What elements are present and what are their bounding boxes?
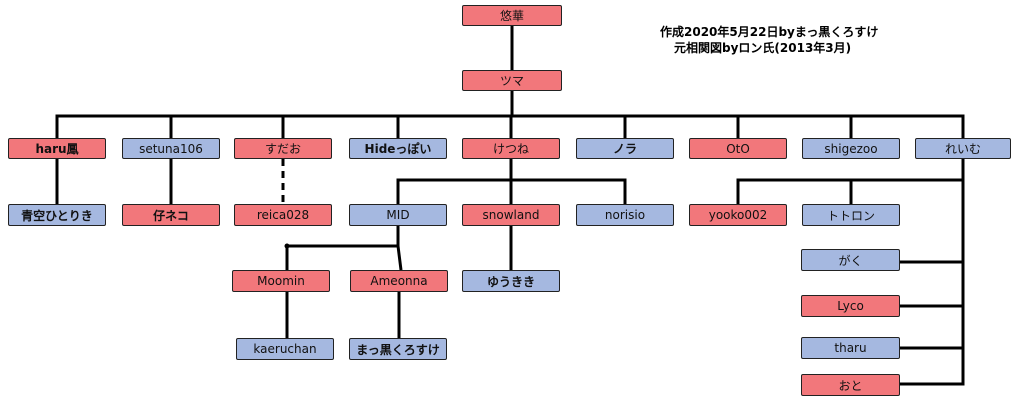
node-setuna: setuna106 (122, 138, 220, 159)
edge-reimu-gaku (900, 180, 965, 386)
node-yuuka: 悠華 (462, 5, 562, 26)
node-oto2: おと (801, 374, 900, 396)
edge-mid-moomin (285, 226, 400, 270)
edge-ketsune-mid (396, 159, 513, 204)
edge-tsuma-reimu (512, 114, 965, 138)
node-sudao: すだお (234, 138, 332, 159)
node-kaeruchan: kaeruchan (236, 338, 334, 360)
node-aozora: 青空ひとりき (8, 204, 106, 226)
node-koneko: 仔ネコ (122, 204, 220, 226)
node-ketsune: けつね (462, 138, 560, 159)
node-tsuma: ツマ (462, 70, 562, 91)
node-mid: MID (349, 204, 447, 226)
node-gaku: がく (801, 249, 900, 271)
node-ameonna: Ameonna (350, 270, 448, 292)
node-yooko: yooko002 (689, 204, 787, 226)
node-nora: ノラ (576, 138, 674, 159)
edge-mid-ameonna (396, 245, 403, 271)
credit-source: 元相関図byロン氏(2013年3月) (674, 41, 852, 55)
node-reica: reica028 (234, 204, 332, 226)
edge-ketsune-norisio (511, 178, 627, 204)
node-hide: Hideっぽい (349, 138, 447, 159)
node-snowland: snowland (462, 204, 560, 226)
node-lyco: Lyco (801, 295, 900, 317)
node-reimu: れいむ (915, 138, 1011, 159)
node-haru: haru鳳 (8, 138, 106, 159)
node-moomin: Moomin (232, 270, 330, 292)
junction-dot (284, 243, 290, 249)
node-yuukiki: ゆうきき (462, 270, 560, 292)
node-oto: OtO (689, 138, 787, 159)
node-tharu: tharu (801, 337, 900, 359)
node-norisio: norisio (576, 204, 674, 226)
node-totoron: トトロン (802, 204, 900, 226)
credit-author: 作成2020年5月22日byまっ黒くろすけ (660, 25, 879, 39)
node-shigezoo: shigezoo (802, 138, 900, 159)
node-makkuro: まっ黒くろすけ (349, 338, 447, 360)
